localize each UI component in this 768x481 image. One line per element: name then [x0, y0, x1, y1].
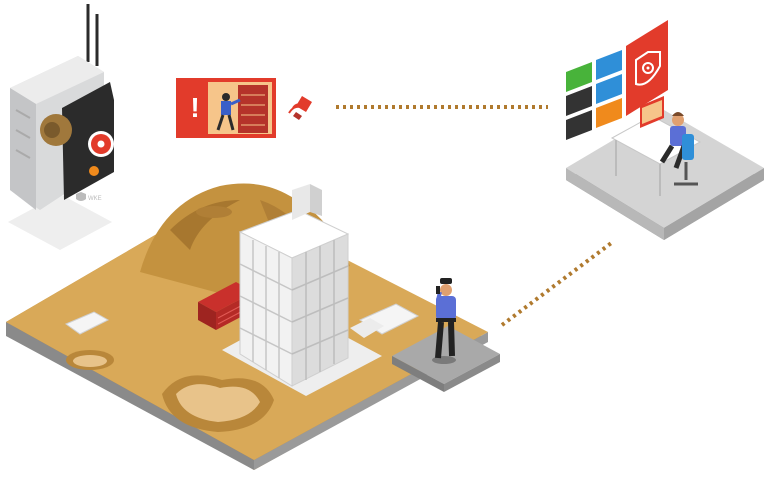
camera-device: WKE — [8, 4, 114, 250]
siren-icon — [288, 96, 312, 120]
alert-exclamation: ! — [190, 92, 199, 123]
excavation-pit — [162, 375, 274, 432]
speaker-icon — [40, 114, 72, 146]
camera-lens-icon — [88, 131, 114, 157]
security-shield-icon — [635, 51, 661, 86]
radio-icon — [436, 286, 440, 294]
guard-platform — [392, 326, 500, 392]
construction-site — [6, 183, 488, 470]
video-wall — [566, 20, 668, 140]
office-chair — [674, 134, 698, 186]
monitoring-station — [566, 20, 764, 240]
operator-figure — [659, 112, 687, 169]
security-guard-figure — [432, 278, 456, 364]
office-building — [238, 184, 350, 387]
shield-badge-icon: WKE — [76, 192, 102, 202]
connection-line-guard — [500, 239, 616, 327]
excavation-pit-small — [66, 350, 114, 370]
intruder-figure — [216, 93, 241, 131]
indicator-light-icon — [89, 166, 99, 176]
camera-badge-label: WKE — [88, 196, 102, 202]
alert-card: ! — [176, 78, 276, 138]
